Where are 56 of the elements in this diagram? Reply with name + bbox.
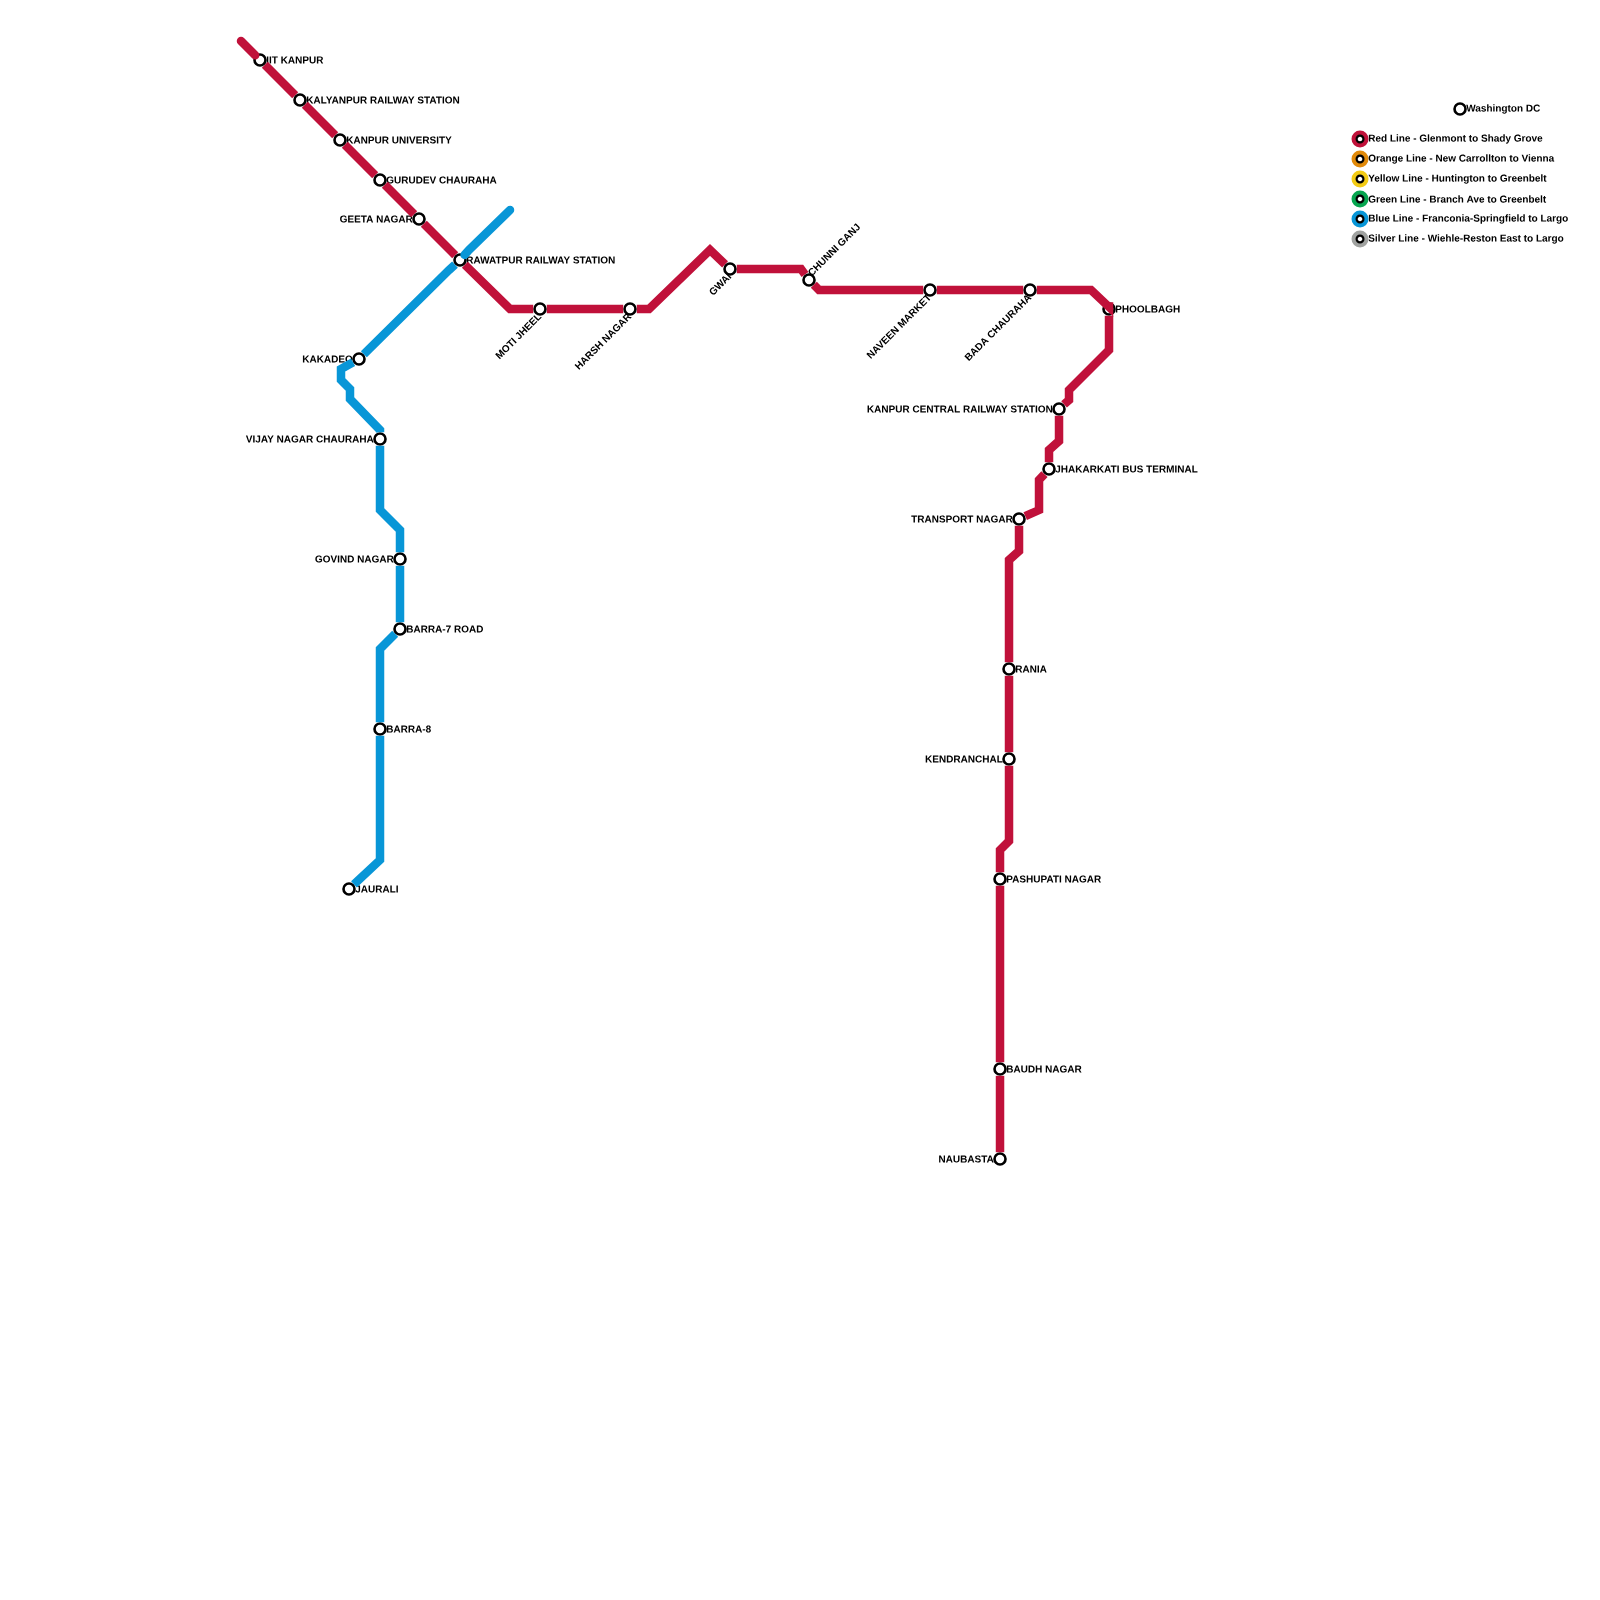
route-line bbox=[341, 141, 379, 179]
station-name: KAKADEO bbox=[302, 355, 353, 363]
station-name: KENDRANCHAL bbox=[925, 755, 1003, 763]
station-name: RAWATPUR RAILWAY STATION bbox=[466, 256, 615, 264]
station-name: GEETA NAGAR bbox=[340, 215, 413, 223]
route-line bbox=[936, 285, 1024, 295]
route-line bbox=[736, 264, 809, 277]
legend-text: Orange Line - New Carrollton to Vienna bbox=[1368, 154, 1555, 164]
route-line bbox=[336, 358, 385, 435]
legend-text: Blue Line - Franconia-Springfield to Largo bbox=[1368, 214, 1568, 224]
station-name: NAUBASTA bbox=[939, 1155, 994, 1163]
station-name: BARRA-8 bbox=[386, 725, 431, 733]
station-name: KALYANPUR RAILWAY STATION bbox=[306, 96, 460, 104]
route-line bbox=[1044, 415, 1064, 463]
route-line bbox=[360, 261, 458, 358]
route-line bbox=[381, 181, 418, 218]
legend-text: Green Line - Branch Ave to Greenbelt bbox=[1368, 195, 1547, 203]
route-line bbox=[375, 630, 399, 723]
route-line bbox=[460, 205, 515, 260]
station-name: PASHUPATI NAGAR bbox=[1006, 875, 1101, 883]
route-line bbox=[1004, 675, 1014, 753]
route-line bbox=[1061, 315, 1114, 408]
route-line bbox=[420, 220, 459, 259]
route-line bbox=[636, 244, 728, 314]
route-line bbox=[995, 765, 1014, 873]
station-name: RANIA bbox=[1015, 665, 1047, 673]
legend-text: Yellow Line - Huntington to Greenbelt bbox=[1368, 174, 1547, 184]
route-line bbox=[995, 1075, 1005, 1153]
route-line bbox=[1036, 285, 1114, 317]
route-line bbox=[261, 61, 299, 99]
station-name: GURUDEV CHAURAHA bbox=[386, 176, 497, 184]
route-line bbox=[375, 445, 405, 553]
route-line bbox=[236, 36, 260, 60]
route-line bbox=[395, 565, 405, 623]
legend-text: Silver Line - Wiehle-Reston East to Largo bbox=[1368, 234, 1564, 244]
route-line bbox=[1004, 525, 1024, 663]
station-name: IIT KANPUR bbox=[266, 56, 324, 64]
legend-text: Red Line - Glenmont to Shady Grove bbox=[1368, 134, 1543, 144]
station-name: PHOOLBAGH bbox=[1115, 305, 1180, 313]
route-line bbox=[546, 304, 624, 314]
station-name: BARRA-7 ROAD bbox=[406, 625, 483, 633]
station-name: JAURALI bbox=[355, 885, 398, 893]
route-line bbox=[351, 735, 385, 888]
station-name: GOVIND NAGAR bbox=[315, 555, 394, 563]
station-name: KANPUR UNIVERSITY bbox=[346, 136, 452, 144]
route-line bbox=[995, 885, 1005, 1063]
route-line bbox=[461, 261, 534, 314]
station-name: BAUDH NAGAR bbox=[1006, 1065, 1082, 1073]
station-name: KANPUR CENTRAL RAILWAY STATION bbox=[867, 405, 1053, 413]
route-line bbox=[1023, 471, 1048, 521]
route-line bbox=[810, 281, 924, 295]
station-name: VIJAY NAGAR CHAURAHA bbox=[245, 435, 374, 443]
route-line bbox=[301, 101, 339, 139]
station-name: TRANSPORT NAGAR bbox=[911, 515, 1013, 523]
station-name: Washington DC bbox=[1466, 104, 1540, 114]
station-name: JHAKARKATI BUS TERMINAL bbox=[1055, 465, 1198, 473]
